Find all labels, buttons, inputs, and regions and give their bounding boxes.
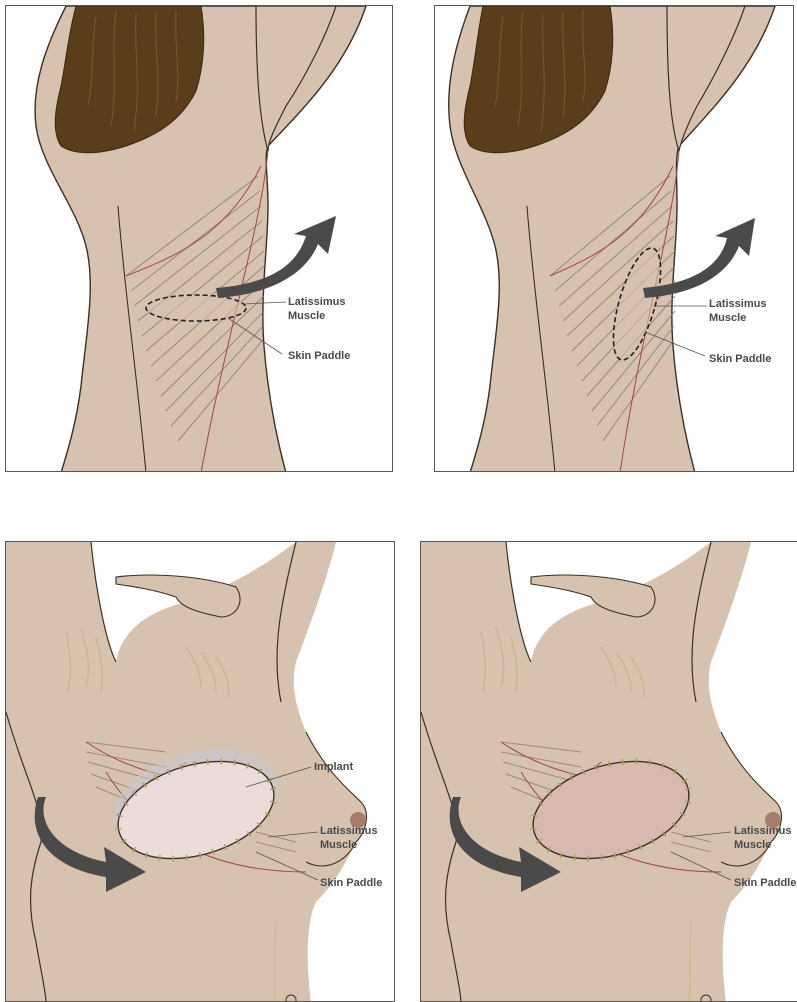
label-latissimus: Latissimus [709,298,766,310]
label-latissimus: Latissimus [320,825,377,837]
label-latissimus-cut: Latissimus [734,825,791,837]
label-muscle: Muscle [320,839,357,851]
panel-back-horizontal-paddle: Latissimus Muscle Skin Paddle [5,5,393,472]
panel-front-final: Latissimus Muscle Skin Paddle [420,541,797,1002]
front-illustration-final: Latissimus Muscle Skin Paddle [421,542,797,1002]
label-skin-paddle: Skin Paddle [288,350,350,362]
label-implant: Implant [314,761,353,773]
label-skin-paddle: Skin Paddle [709,353,771,365]
label-latissimus: Latissimus [288,296,345,308]
skin-paddle-outline [146,295,246,321]
back-illustration-vertical: Latissimus Muscle Skin Paddle [435,6,794,472]
label-muscle: Muscle [709,312,746,324]
panel-back-vertical-paddle: Latissimus Muscle Skin Paddle [434,5,794,472]
back-illustration-horizontal: Latissimus Muscle Skin Paddle [6,6,393,472]
panel-front-with-implant: Implant Latissimus Muscle Skin Paddle [5,541,395,1002]
label-skin-paddle: Skin Paddle [320,877,382,889]
label-skin-paddle-cut: Skin Paddle [734,877,796,889]
label-muscle: Muscle [734,839,771,851]
label-muscle: Muscle [288,310,325,322]
front-illustration-implant: Implant Latissimus Muscle Skin Paddle [6,542,395,1002]
